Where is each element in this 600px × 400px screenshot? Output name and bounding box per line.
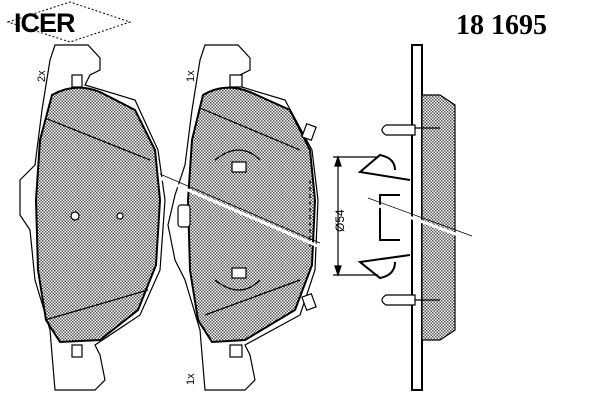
spring-clip bbox=[357, 153, 411, 280]
left-pad-quantity: 2x bbox=[36, 70, 48, 82]
middle-pad bbox=[167, 44, 319, 391]
diameter-label: Ø54 bbox=[333, 209, 347, 232]
top-clip bbox=[381, 124, 440, 136]
part-number: 18 1695 bbox=[456, 10, 547, 41]
left-pad bbox=[19, 44, 166, 391]
side-friction-material bbox=[421, 94, 456, 341]
middle-friction-material bbox=[186, 86, 317, 344]
section-cut-line bbox=[159, 176, 321, 249]
middle-pad-top-quantity: 1x bbox=[185, 70, 197, 82]
side-view bbox=[333, 44, 456, 391]
logo-diamond bbox=[6, 1, 132, 43]
middle-pad-bottom-quantity: 1x bbox=[185, 373, 197, 385]
left-friction-material bbox=[34, 86, 162, 344]
brand-logo: ICER bbox=[14, 8, 76, 38]
bottom-clip bbox=[381, 294, 440, 306]
left-backing-plate bbox=[19, 44, 166, 391]
